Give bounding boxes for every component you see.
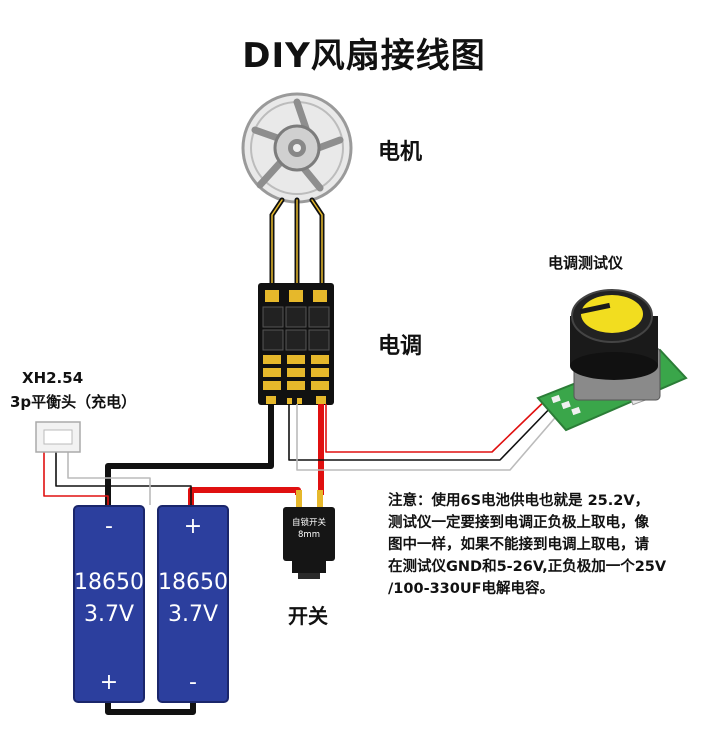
battery-1-icon [73,505,145,703]
esc-label: 电调 [378,334,423,359]
battery-2-model: 18650 [158,570,228,595]
motor-wires [269,197,325,291]
esc-tester-icon [536,289,688,432]
switch-tag-type: 自锁开关 [291,518,326,528]
note-line: 在测试仪GND和5-26V,正负极加一个25V [388,559,667,575]
battery-1-bottom-sign: + [99,670,119,695]
warning-note: 注意：使用6S电池供电也就是 25.2V， 测试仪一定要接到电调正负极上取电，像… [388,490,718,600]
tester-label: 电调测试仪 [548,254,624,272]
battery-2: + 18650 3.7V - [158,506,228,702]
xh-connector-icon [35,421,81,453]
note-line: 图中一样，如果不能接到电调上取电，请 [388,537,649,553]
note-line: 测试仪一定要接到电调正负极上取电，像 [388,515,649,531]
esc-board [258,283,334,405]
battery-2-icon [157,505,229,703]
balance-wires [43,452,192,508]
switch-tag: 自锁开关 8mm [283,517,335,541]
battery-1-model: 18650 [74,570,144,595]
battery-2-voltage: 3.7V [167,602,219,627]
note-line: /100-330UF电解电容。 [388,581,555,597]
battery-2-bottom-sign: - [189,670,197,695]
diagram-title: DIY风扇接线图 [242,36,486,76]
battery-1: - 18650 3.7V + [74,506,144,702]
note-line: 注意：使用6S电池供电也就是 25.2V， [388,493,650,509]
motor-icon [241,92,353,204]
motor-label: 电机 [378,140,423,165]
tester-wires [288,393,561,471]
switch-tag-size: 8mm [298,530,320,540]
battery-1-voltage: 3.7V [83,602,135,627]
battery-1-top-sign: - [105,514,113,539]
switch-label: 开关 [288,604,328,628]
balance-connector-label-line2: 3p平衡头（充电） [10,393,137,411]
switch-icon [283,490,335,579]
battery-2-top-sign: + [183,514,203,539]
balance-connector-label-line1: XH2.54 [22,369,84,387]
